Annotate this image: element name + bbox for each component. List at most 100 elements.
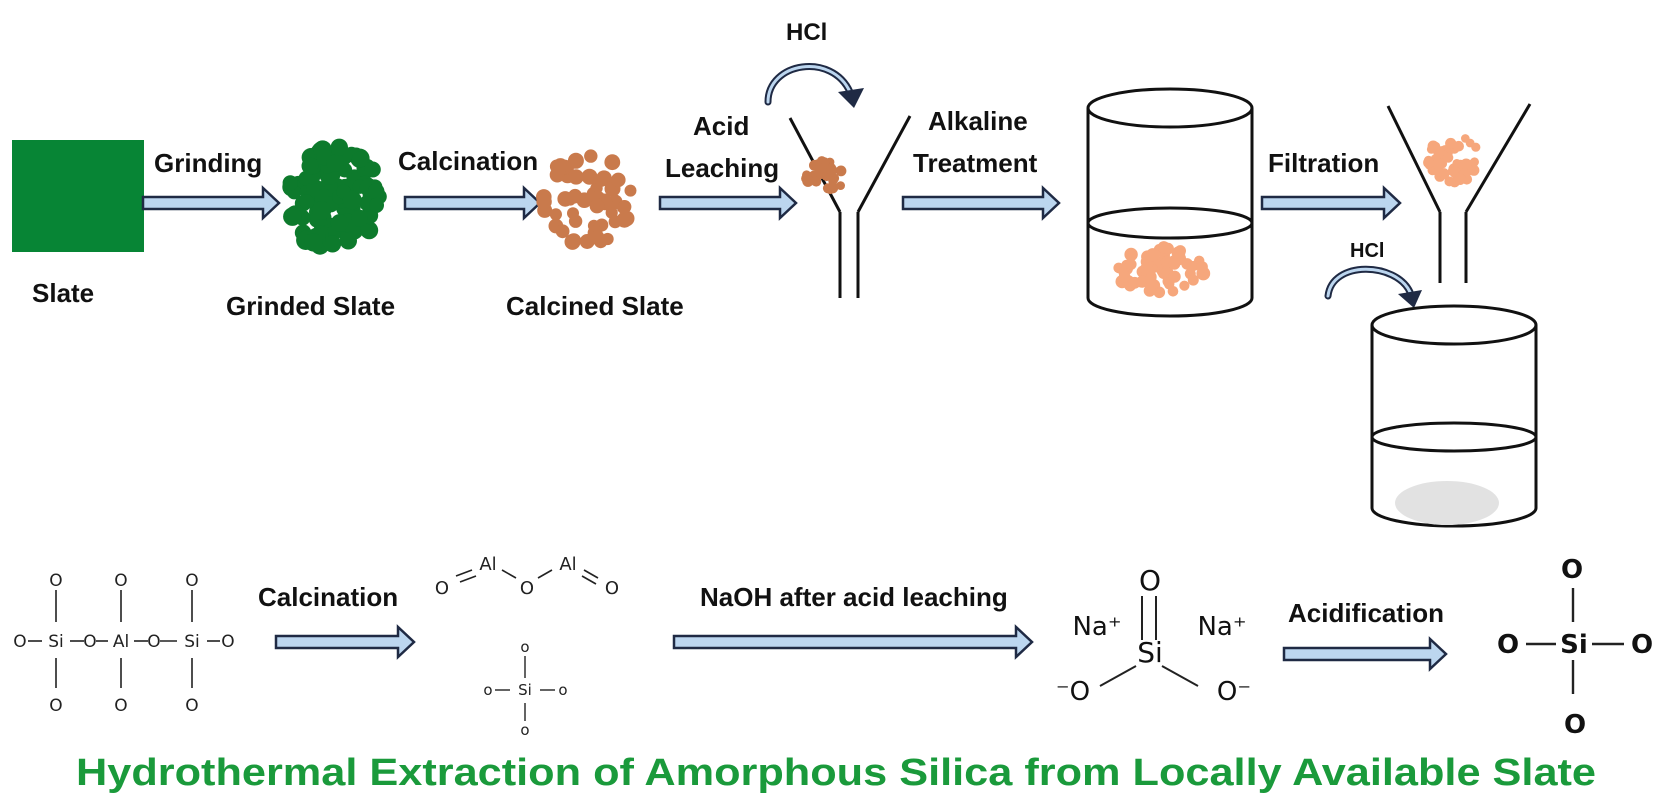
treated-particle [1118,270,1131,283]
silica-precipitate [1395,481,1499,525]
svg-text:O: O [114,696,127,716]
svg-text:Si: Si [1137,636,1163,669]
filtered-particle [1432,158,1444,170]
svg-text:O: O [185,571,198,591]
filtered-particle [1446,139,1457,149]
treated-particle [1124,247,1138,262]
grinded-particle [351,151,368,168]
svg-text:Al: Al [113,632,129,652]
treated-particle [1196,261,1208,273]
treated-particle [1186,261,1197,272]
leached-particle [827,182,839,194]
grinded-particle [330,214,349,232]
svg-text:O: O [114,571,127,591]
calcined-slate-particles [536,149,637,250]
leached-particle [836,181,845,191]
calcined-particle [584,149,598,163]
filtered-particle [1426,144,1436,154]
beaker-2 [1370,304,1538,528]
filtered-particle [1452,159,1462,168]
beaker-1 [1086,87,1254,318]
silica-small-structure: o o Si o o [483,638,567,739]
calcined-particle [590,230,605,245]
grinded-particle [323,235,342,253]
leaching-label: Leaching [665,153,779,183]
svg-text:Al: Al [559,554,576,575]
filtration-label: Filtration [1268,148,1379,178]
slate-block [12,140,144,252]
grinded-particle [282,175,298,191]
funnel-2 [1386,103,1532,283]
grinded-particle [369,197,384,213]
diagram-title: Hydrothermal Extraction of Amorphous Sil… [76,752,1596,794]
calcined-particle [567,207,579,220]
treated-particle [1168,257,1181,270]
treated-particle [1125,258,1137,270]
arrow-acidification [1282,636,1448,672]
alkaline-label: Alkaline [928,106,1028,136]
acid-label: Acid [693,111,749,141]
calcined-particle [617,200,632,214]
calcination-label: Calcination [398,146,538,176]
treated-particle [1143,284,1156,297]
calcined-particle [589,198,605,214]
filtered-particle [1439,168,1450,180]
hcl-top-label: HCl [786,19,827,46]
svg-text:O: O [221,632,234,652]
acidification-label: Acidification [1288,598,1444,628]
filtered-particle [1460,158,1472,170]
leached-particle [802,175,814,187]
calcined-particle [576,192,593,208]
arrow-acid-leaching [658,185,798,221]
filtered-particle [1454,173,1466,185]
grinded-particle [339,232,357,250]
arrow-alkaline-treatment [901,185,1061,221]
calcination-bottom-label: Calcination [258,582,398,612]
calcined-particle [552,158,569,174]
grinded-particle [342,190,362,210]
svg-text:O: O [147,632,160,652]
leached-particle [835,165,847,177]
svg-text:O: O [49,571,62,591]
svg-text:O: O [1631,630,1653,660]
hcl-side-label: HCl [1350,240,1384,262]
calcined-particle [581,168,598,185]
funnel-2-particles [1423,134,1481,188]
filtered-particle [1470,157,1479,167]
calcined-particle [611,172,626,188]
treated-particle [1187,274,1199,286]
filtered-particle [1471,142,1481,152]
svg-text:O: O [49,696,62,716]
svg-text:O: O [83,632,96,652]
svg-text:o: o [558,681,567,699]
grinded-slate-particles [282,138,387,255]
sodium-silicate-structure: O Na⁺ Si Na⁺ ⁻O O⁻ [1056,564,1251,707]
svg-text:Si: Si [1560,630,1588,660]
aluminosilicate-structure: O O O O Si O Al O Si O O O O [13,571,234,716]
silica-product-structure: O O Si O O [1497,555,1653,740]
calcined-particle [567,152,584,169]
svg-text:O: O [13,632,26,652]
svg-text:O: O [1561,555,1583,585]
naoh-label: NaOH after acid leaching [700,582,1008,612]
funnel-1-particles [801,156,847,195]
svg-text:O: O [1564,710,1586,740]
svg-text:o: o [520,638,529,656]
calcined-particle [564,233,581,250]
alumina-structure: O Al O Al O [435,554,619,599]
arrow-filtration [1260,185,1402,221]
funnel-1 [788,115,912,298]
grinded-particle [299,194,315,210]
arrow-calcination [403,185,542,221]
calcined-particle [549,208,563,221]
calcined-slate-label: Calcined Slate [506,291,684,321]
arrow-calcination-bottom [274,624,416,660]
grinded-particle [367,183,385,200]
svg-text:o: o [483,681,492,699]
grinded-particle [330,138,348,156]
svg-text:Si: Si [48,632,64,652]
grinding-label: Grinding [154,148,262,178]
grinded-particle [364,161,381,178]
calcined-particle [624,184,637,197]
